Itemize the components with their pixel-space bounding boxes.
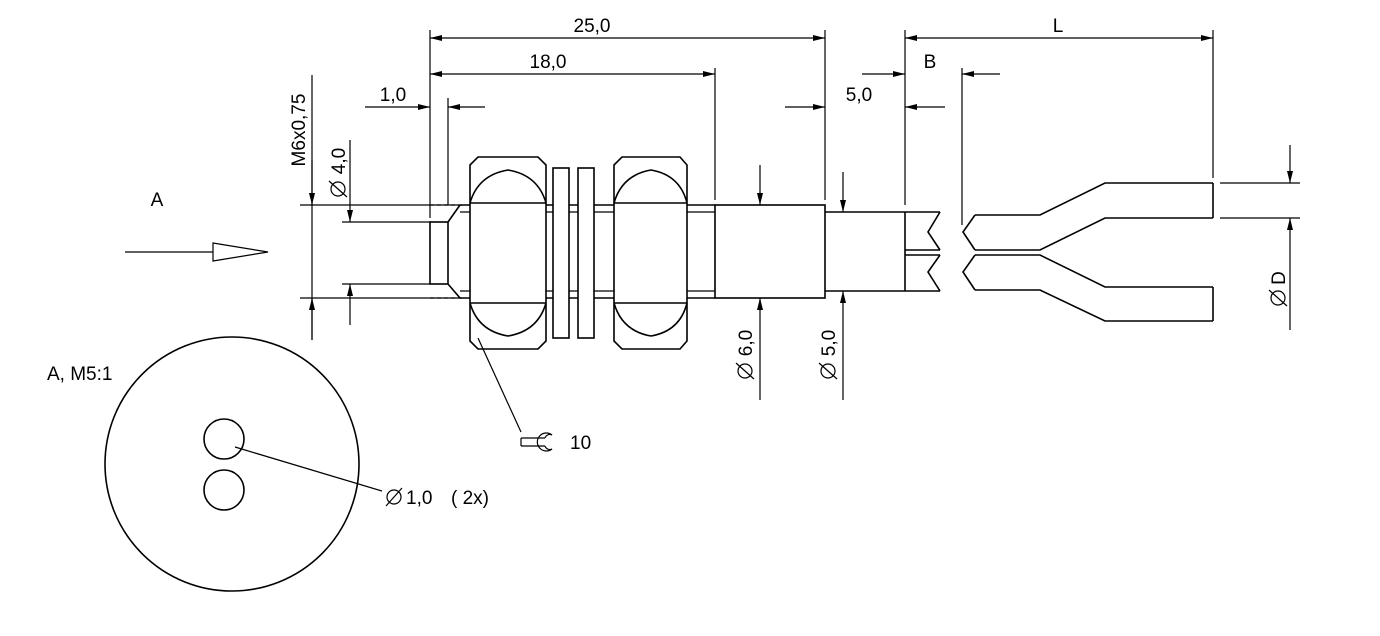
hole-diameter: 1,0 [406,488,432,509]
cable-ends [962,182,1214,322]
sensor-body [429,156,941,350]
hole-count: ( 2x) [451,488,489,509]
view-arrow [125,242,269,262]
dim-dia-4: 4,0 [329,148,350,174]
sensor-tip [429,221,449,285]
hole-top [203,418,245,460]
sensor-housing [714,204,826,299]
labels: 25,0 18,0 1,0 5,0 B L M6x0,75 4,0 6,0 5,… [47,16,1290,509]
dim-l: L [1053,16,1064,37]
dimension-lines [300,30,1300,433]
hex-nut-rear [613,156,688,350]
dim-dia-d: D [1269,271,1290,285]
washer-2 [577,167,595,339]
dim-25: 25,0 [574,16,611,37]
dim-dia-5: 5,0 [819,330,840,356]
washer-1 [552,167,570,339]
diameter-symbol [328,180,1288,507]
dim-dia-6: 6,0 [736,330,757,356]
hex-nut-front [469,156,547,350]
wrench-size: 10 [570,433,591,454]
dim-1: 1,0 [380,85,406,106]
dim-thread: M6x0,75 [289,94,310,167]
view-a-label: A [151,190,164,211]
wrench-icon [520,432,553,452]
dim-b: B [924,52,937,73]
dim-18: 18,0 [530,52,567,73]
detail-circle [104,336,360,592]
detail-view [104,336,383,592]
dim-5: 5,0 [846,85,872,106]
hole-bottom [203,469,245,511]
detail-label: A, M5:1 [47,364,112,385]
